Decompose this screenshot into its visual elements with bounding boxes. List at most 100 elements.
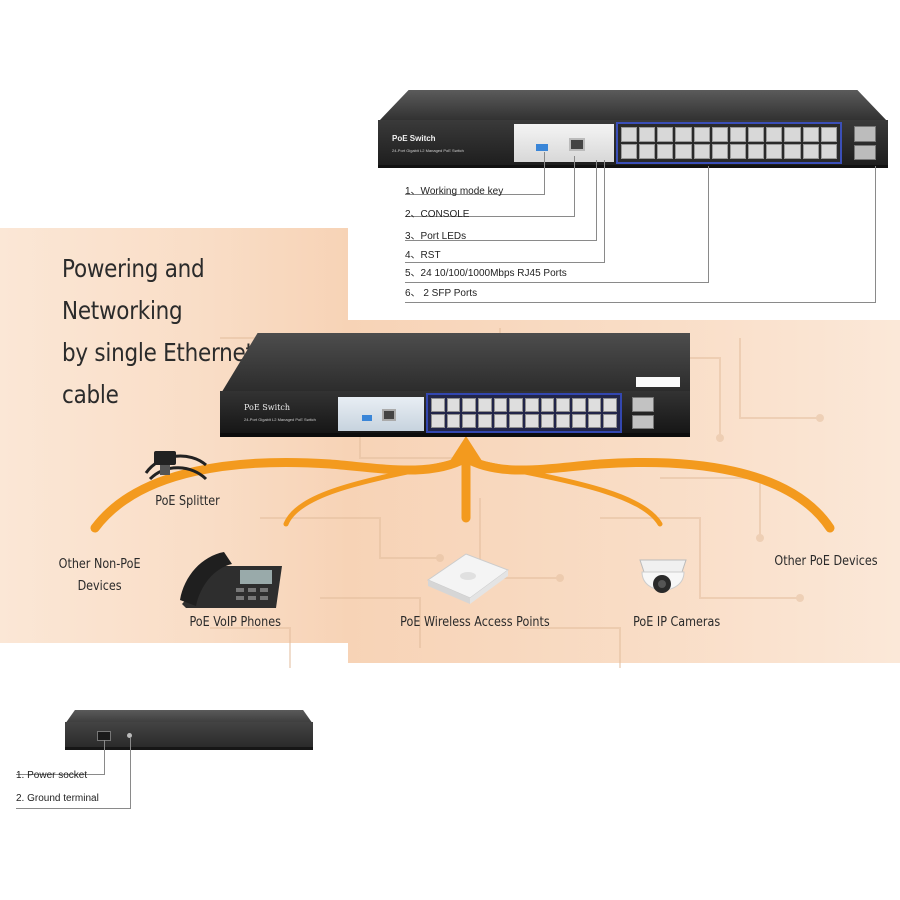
callout-line xyxy=(405,282,709,283)
rj45-port xyxy=(639,127,656,142)
callout-line xyxy=(130,738,131,808)
rj45-port xyxy=(446,398,461,412)
rj45-port xyxy=(802,144,819,159)
switch-front-face: PoE Switch 24-Port Gigabit L2 Managed Po… xyxy=(378,120,888,168)
rj45-port xyxy=(675,127,692,142)
label-other-poe-devices: Other PoE Devices xyxy=(774,554,878,569)
callout-sfp-ports: 6、 2 SFP Ports xyxy=(405,288,478,299)
rj45-port xyxy=(729,144,747,159)
main-switch-face: PoE Switch 24-Port Gigabit L2 Managed Po… xyxy=(220,391,690,437)
main-switch-sublabel: 24-Port Gigabit L2 Managed PoE Switch xyxy=(244,417,316,422)
switch-top-cover xyxy=(378,90,888,122)
label-voip-phones: PoE VoIP Phones xyxy=(189,615,281,630)
callout-line xyxy=(16,808,131,809)
rj45-port xyxy=(766,144,783,159)
wireless-ap-icon xyxy=(426,553,510,604)
headline-line-1: Powering and Networking xyxy=(62,254,205,325)
rj45-port xyxy=(446,414,461,428)
label-other-non-poe-line-1: Other Non-PoE xyxy=(58,557,141,572)
callout-line xyxy=(604,160,605,262)
back-switch-image xyxy=(65,710,313,755)
rj45-port xyxy=(572,398,586,412)
ground-terminal xyxy=(127,733,132,738)
working-mode-key xyxy=(536,144,548,151)
callout-line xyxy=(574,156,575,216)
rj45-port xyxy=(462,398,476,412)
callout-working-mode-key: 1、Working mode key xyxy=(405,186,504,197)
rj45-port xyxy=(525,414,539,428)
rj45-port xyxy=(540,414,555,428)
callout-line xyxy=(405,216,575,217)
rj45-port xyxy=(657,144,674,159)
main-control-plate xyxy=(338,397,424,431)
headline-line-2: by single Ethernet cable xyxy=(62,338,254,409)
rj45-port xyxy=(711,144,728,159)
rj45-port xyxy=(729,127,747,142)
front-panel-diagram: PoE Switch 24-Port Gigabit L2 Managed Po… xyxy=(348,80,900,320)
sfp-port xyxy=(854,144,876,160)
rj45-port xyxy=(657,127,674,142)
main-rj45-port-block xyxy=(426,393,622,433)
sfp-port-block xyxy=(854,126,876,160)
sfp-port xyxy=(632,397,654,412)
rj45-port xyxy=(556,398,570,412)
rj45-port xyxy=(431,414,445,428)
rj45-port xyxy=(603,414,617,428)
main-switch-image: PoE Switch 24-Port Gigabit L2 Managed Po… xyxy=(220,333,690,443)
rj45-port xyxy=(621,144,638,159)
callout-rst: 4、RST xyxy=(405,250,441,261)
label-other-non-poe-line-2: Devices xyxy=(77,579,122,594)
poe-splitter-icon xyxy=(144,451,208,481)
callout-line xyxy=(16,774,105,775)
callout-power-socket: 1. Power socket xyxy=(16,770,88,781)
rj45-port xyxy=(587,398,602,412)
callout-line xyxy=(405,262,605,263)
main-dip-switch xyxy=(362,415,372,421)
console-port xyxy=(569,138,585,151)
switch-model-label: 24-Port Gigabit L2 Managed PoE Switch xyxy=(392,148,464,153)
rj45-port xyxy=(493,414,508,428)
rj45-port xyxy=(572,414,586,428)
rj45-port xyxy=(478,398,492,412)
label-poe-splitter: PoE Splitter xyxy=(155,494,220,509)
rj45-port xyxy=(587,414,602,428)
rj45-port xyxy=(748,127,765,142)
callout-line xyxy=(596,160,597,240)
ip-camera-icon xyxy=(639,559,687,593)
rj45-port xyxy=(693,127,710,142)
callout-console: 2、CONSOLE xyxy=(405,209,470,220)
rj45-port xyxy=(509,414,523,428)
front-switch-image: PoE Switch 24-Port Gigabit L2 Managed Po… xyxy=(378,90,888,170)
main-console-port xyxy=(382,409,396,421)
label-wireless-access-points: PoE Wireless Access Points xyxy=(400,615,550,630)
rj45-port xyxy=(462,414,476,428)
rj45-port xyxy=(639,144,656,159)
rj45-port xyxy=(693,144,710,159)
callout-line xyxy=(104,740,105,774)
headline: Powering and Networking by single Ethern… xyxy=(62,248,311,416)
poe-illustration: Powering and Networking by single Ethern… xyxy=(0,228,900,668)
callout-line xyxy=(708,166,709,282)
label-other-non-poe-devices: Other Non-PoE Devices xyxy=(59,554,141,598)
rj45-port xyxy=(748,144,765,159)
back-switch-top xyxy=(65,710,313,724)
rj45-port xyxy=(766,127,783,142)
main-switch-top xyxy=(220,333,690,395)
main-switch-label: PoE Switch xyxy=(244,403,290,412)
sfp-port xyxy=(854,126,876,142)
callout-rj45-ports: 5、24 10/100/1000Mbps RJ45 Ports xyxy=(405,268,567,279)
arrow-head xyxy=(448,436,484,464)
callout-line xyxy=(405,240,597,241)
spec-sticker xyxy=(636,377,680,387)
rj45-port xyxy=(509,398,523,412)
rj45-port xyxy=(820,127,837,142)
rj45-port xyxy=(784,144,801,159)
rj45-port xyxy=(540,398,555,412)
rj45-port xyxy=(603,398,617,412)
rj45-port xyxy=(621,127,638,142)
callout-port-leds: 3、Port LEDs xyxy=(405,231,467,242)
rj45-port xyxy=(525,398,539,412)
control-plate xyxy=(514,124,614,162)
main-sfp-block xyxy=(632,397,654,429)
callout-line xyxy=(405,302,876,303)
